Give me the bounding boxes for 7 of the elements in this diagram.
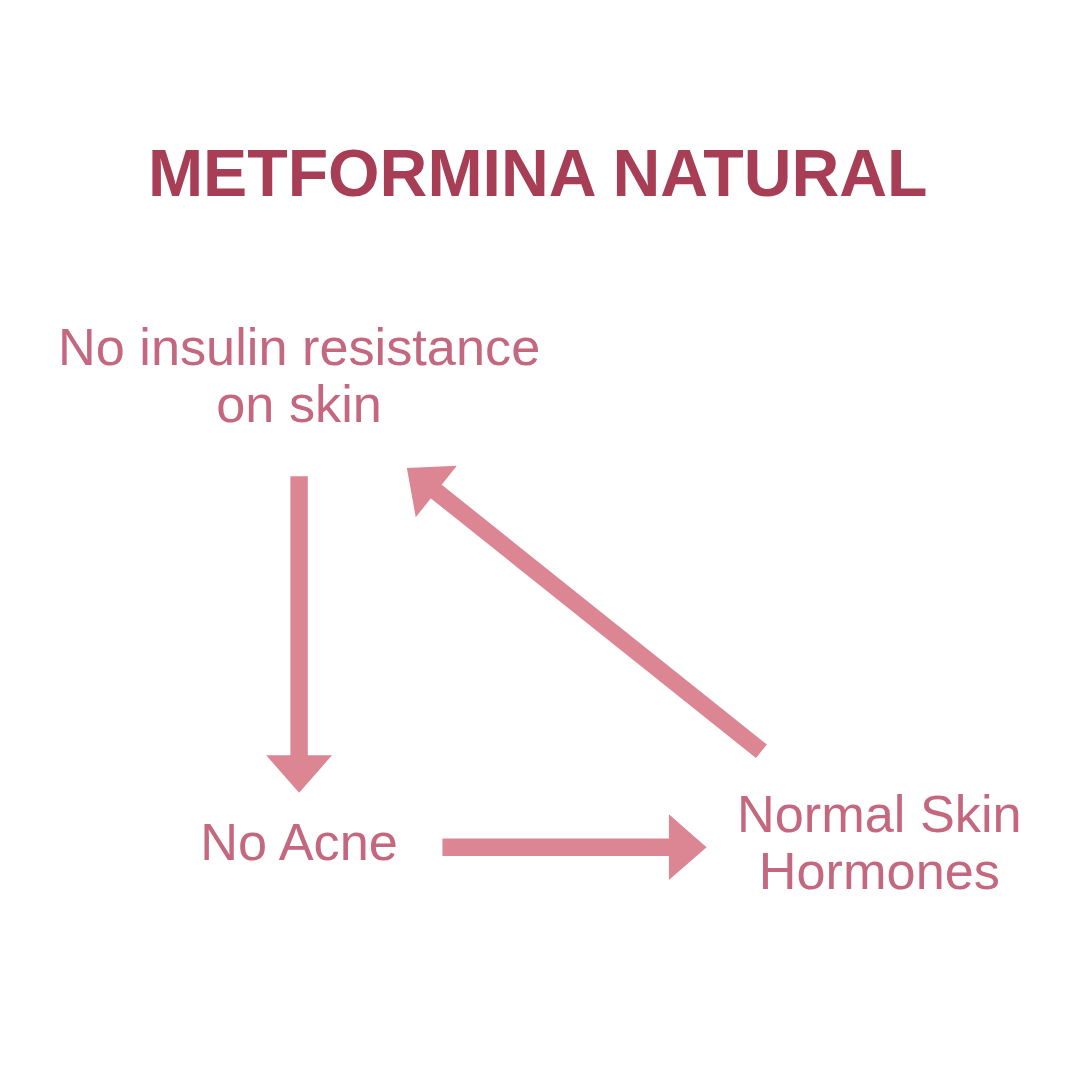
node-text: Normal Skin Hormones xyxy=(737,784,1022,900)
diagram-title: METFORMINA NATURAL xyxy=(147,135,928,210)
arrow xyxy=(442,813,707,880)
node-text: No insulin resistance on skin xyxy=(57,317,541,433)
arrow xyxy=(266,475,333,793)
arrow xyxy=(406,465,767,758)
node-text: No Acne xyxy=(200,812,398,871)
